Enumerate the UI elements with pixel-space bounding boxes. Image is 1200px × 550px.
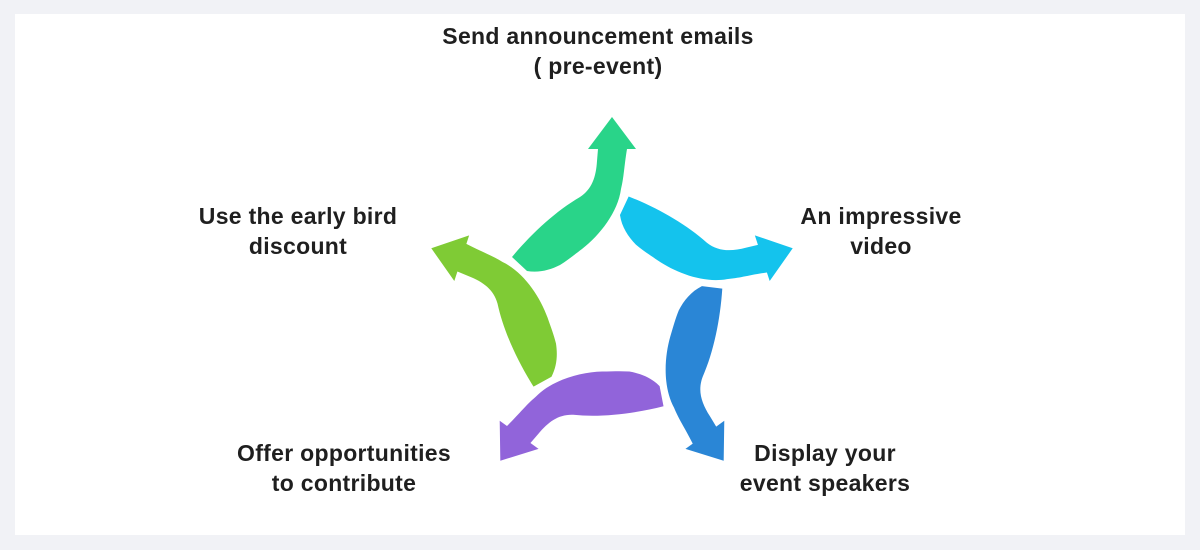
step-label-bottom-right: Display your event speakers [740, 438, 910, 498]
step-label-line: to contribute [271, 470, 417, 496]
step-label-line: Display your [754, 440, 896, 466]
step-label-line: ( pre-event) [533, 53, 663, 79]
step-label-line: discount [248, 233, 348, 259]
diagram-panel: Send announcement emails ( pre-event) An… [15, 14, 1185, 535]
step-label-line: event speakers [739, 470, 911, 496]
step-label-line: An impressive [800, 203, 962, 229]
step-label-line: Offer opportunities [237, 440, 451, 466]
step-label-line: Use the early bird [198, 203, 398, 229]
step-label-line: Send announcement emails [442, 23, 754, 49]
step-label-bottom-left: Offer opportunities to contribute [237, 438, 451, 498]
cycle-arrow-down-left [479, 320, 674, 521]
cycle-arrow-up [510, 115, 638, 274]
step-label-right: An impressive video [800, 201, 961, 261]
step-label-left: Use the early bird discount [199, 201, 397, 261]
step-label-line: video [850, 233, 912, 259]
step-label-top: Send announcement emails ( pre-event) [442, 21, 753, 81]
